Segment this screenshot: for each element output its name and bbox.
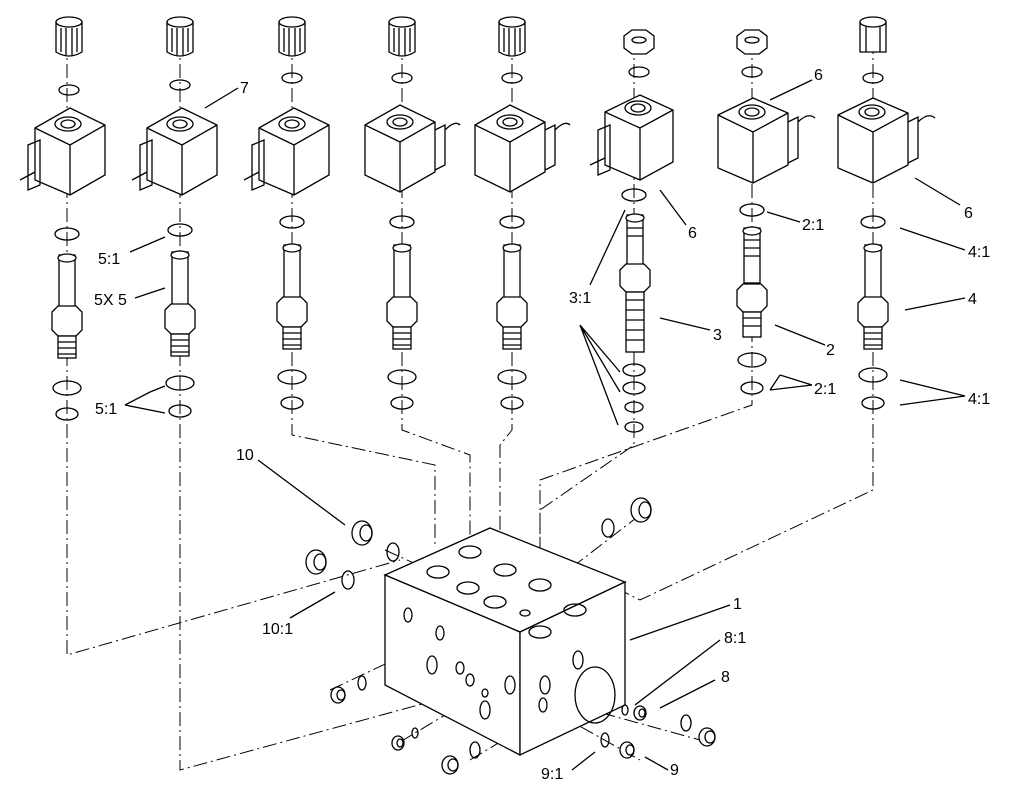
leader-lines (124, 79, 966, 771)
callout-4: 4 (968, 291, 977, 308)
cartridge-4 (386, 243, 418, 350)
plug-9 (619, 741, 635, 759)
coil-8 (837, 97, 936, 184)
solenoid-coils (19, 94, 936, 196)
cartridge-valves (51, 213, 889, 359)
plug-10 (305, 549, 327, 575)
coil-6 (589, 94, 674, 181)
coil-3 (243, 107, 330, 196)
callout-2-1-upper: 2:1 (802, 217, 824, 234)
cartridge-8 (857, 243, 889, 350)
cartridge-5 (496, 243, 528, 350)
callout-2-1-lower: 2:1 (814, 381, 836, 398)
coil-2 (131, 107, 218, 196)
hex-nut (623, 29, 655, 55)
callout-7: 7 (240, 80, 249, 97)
callout-3: 3 (713, 327, 722, 344)
coil-7 (717, 97, 816, 184)
plug-8 (633, 705, 647, 721)
cap-nut (859, 16, 887, 53)
coil-nuts (55, 16, 887, 57)
coil-4 (364, 104, 461, 193)
coil-5 (474, 104, 571, 193)
callout-5-1-upper: 5:1 (98, 251, 120, 268)
plug-small (391, 735, 405, 751)
callout-9-1: 9:1 (541, 766, 563, 783)
callout-6-middle: 6 (688, 225, 697, 242)
knurled-nut (166, 16, 194, 57)
callout-2: 2 (826, 342, 835, 359)
cartridge-3 (276, 243, 308, 350)
cartridge-6 (619, 213, 651, 353)
callout-8-1: 8:1 (724, 630, 746, 647)
plug-8 (698, 727, 716, 747)
plug-10 (351, 520, 373, 546)
port-plugs (305, 497, 716, 775)
o-rings (52, 66, 888, 433)
coil-1 (19, 107, 106, 196)
callout-6-top: 6 (814, 67, 823, 84)
knurled-nut (55, 16, 83, 57)
callout-5-1-lower: 5:1 (95, 401, 117, 418)
knurled-nut (388, 16, 416, 57)
callout-4-1-lower: 4:1 (968, 391, 990, 408)
plug-10 (630, 497, 652, 523)
callout-10: 10 (236, 447, 254, 464)
knurled-nut (498, 16, 526, 57)
plug-small (441, 755, 459, 775)
callout-6-right: 6 (964, 205, 973, 222)
manifold-block (383, 527, 627, 757)
callout-10-1: 10:1 (262, 621, 293, 638)
callout-labels: 7 6 6 6 5:1 5X 5 5:1 3:1 3 2:1 2 2:1 4:1… (94, 67, 990, 783)
callout-5x5: 5X 5 (94, 292, 127, 309)
cartridge-2 (164, 250, 196, 357)
callout-9: 9 (670, 762, 679, 779)
callout-4-1-upper: 4:1 (968, 244, 990, 261)
cartridge-7 (736, 226, 768, 338)
callout-3-1: 3:1 (569, 290, 591, 307)
plug-small (330, 686, 346, 704)
hex-nut (736, 29, 768, 55)
knurled-nut (278, 16, 306, 57)
callout-1: 1 (733, 596, 742, 613)
callout-8: 8 (721, 669, 730, 686)
cartridge-1 (51, 253, 83, 359)
